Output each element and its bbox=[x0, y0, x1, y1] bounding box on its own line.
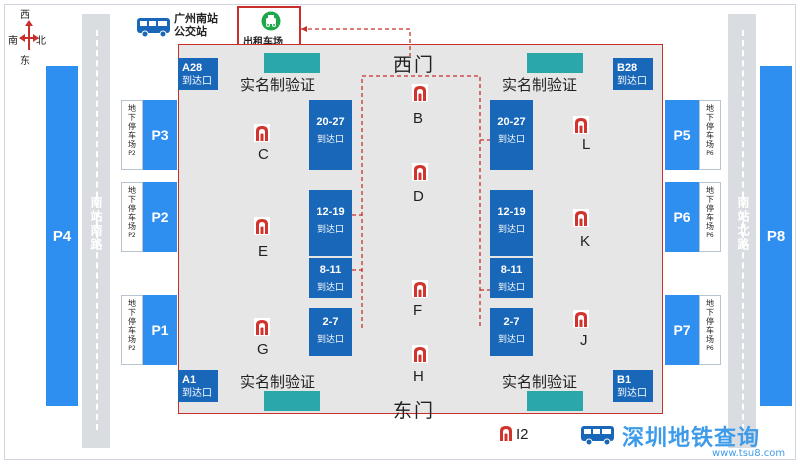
compass: 西 南 北 东 bbox=[8, 6, 48, 67]
compass-north: 北 bbox=[36, 36, 46, 47]
map-frame bbox=[4, 4, 796, 460]
exit-label-b: B bbox=[413, 110, 424, 127]
metro-exit-icon bbox=[254, 318, 270, 336]
metro-exit-icon bbox=[254, 217, 270, 235]
exit-label-h: H bbox=[413, 368, 424, 385]
taxi-label: 出租车场 bbox=[243, 37, 283, 48]
taxi-icon bbox=[261, 11, 281, 31]
parking-p8: P8 bbox=[760, 66, 792, 406]
metro-exit-icon bbox=[573, 310, 589, 328]
gate-bar-se bbox=[527, 391, 583, 411]
watermark-url: www.tsu8.com bbox=[712, 448, 786, 459]
verify-label-se: 实名制验证 bbox=[502, 373, 578, 391]
metro-exit-icon bbox=[498, 424, 514, 442]
metro-exit-icon bbox=[573, 116, 589, 134]
exit-label-k: K bbox=[580, 233, 591, 250]
exit-label-f: F bbox=[413, 302, 423, 319]
parking-p3: P3 bbox=[143, 100, 177, 170]
metro-exit-icon bbox=[412, 84, 428, 102]
exit-label-g: G bbox=[257, 341, 269, 358]
road-left-lane bbox=[96, 30, 98, 430]
bus-station-label: 广州南站 公交站 bbox=[174, 12, 218, 38]
gate-bar-nw bbox=[264, 53, 320, 73]
exit-label-d: D bbox=[413, 188, 424, 205]
road-right-lane bbox=[742, 30, 744, 430]
metro-exit-icon bbox=[412, 163, 428, 181]
exit-label-i2: I2 bbox=[516, 426, 529, 443]
bus-icon bbox=[581, 426, 614, 446]
east-gate-label: 东门 bbox=[393, 400, 436, 422]
watermark-text: 深圳地铁查询 bbox=[622, 426, 761, 451]
metro-exit-icon bbox=[412, 280, 428, 298]
exit-label-c: C bbox=[258, 146, 269, 163]
parking-p2: P2 bbox=[143, 182, 177, 252]
exit-label-j: J bbox=[580, 332, 588, 349]
taxi-stand: 出租车场 bbox=[237, 6, 301, 48]
compass-east: 东 bbox=[20, 56, 30, 67]
metro-exit-icon bbox=[254, 124, 270, 142]
compass-south: 南 bbox=[8, 36, 18, 47]
parking-p4: P4 bbox=[46, 66, 78, 406]
exit-label-l: L bbox=[582, 136, 591, 153]
exit-label-e: E bbox=[258, 243, 269, 260]
gate-bar-sw bbox=[264, 391, 320, 411]
metro-exit-icon bbox=[573, 209, 589, 227]
compass-arrow-icon bbox=[19, 20, 39, 50]
verify-label-ne: 实名制验证 bbox=[502, 76, 578, 94]
verify-label-sw: 实名制验证 bbox=[240, 373, 316, 391]
parking-p5: P5 bbox=[665, 100, 699, 170]
parking-p1: P1 bbox=[143, 295, 177, 365]
gate-bar-ne bbox=[527, 53, 583, 73]
metro-exit-icon bbox=[412, 345, 428, 363]
west-gate-label: 西门 bbox=[393, 54, 436, 76]
parking-p6: P6 bbox=[665, 182, 699, 252]
parking-p7: P7 bbox=[665, 295, 699, 365]
verify-label-nw: 实名制验证 bbox=[240, 76, 316, 94]
road-right-label: 南站北路 bbox=[736, 196, 750, 252]
road-left-label: 南站南路 bbox=[89, 196, 103, 252]
bus-icon bbox=[137, 18, 170, 38]
compass-west: 西 bbox=[20, 10, 30, 21]
